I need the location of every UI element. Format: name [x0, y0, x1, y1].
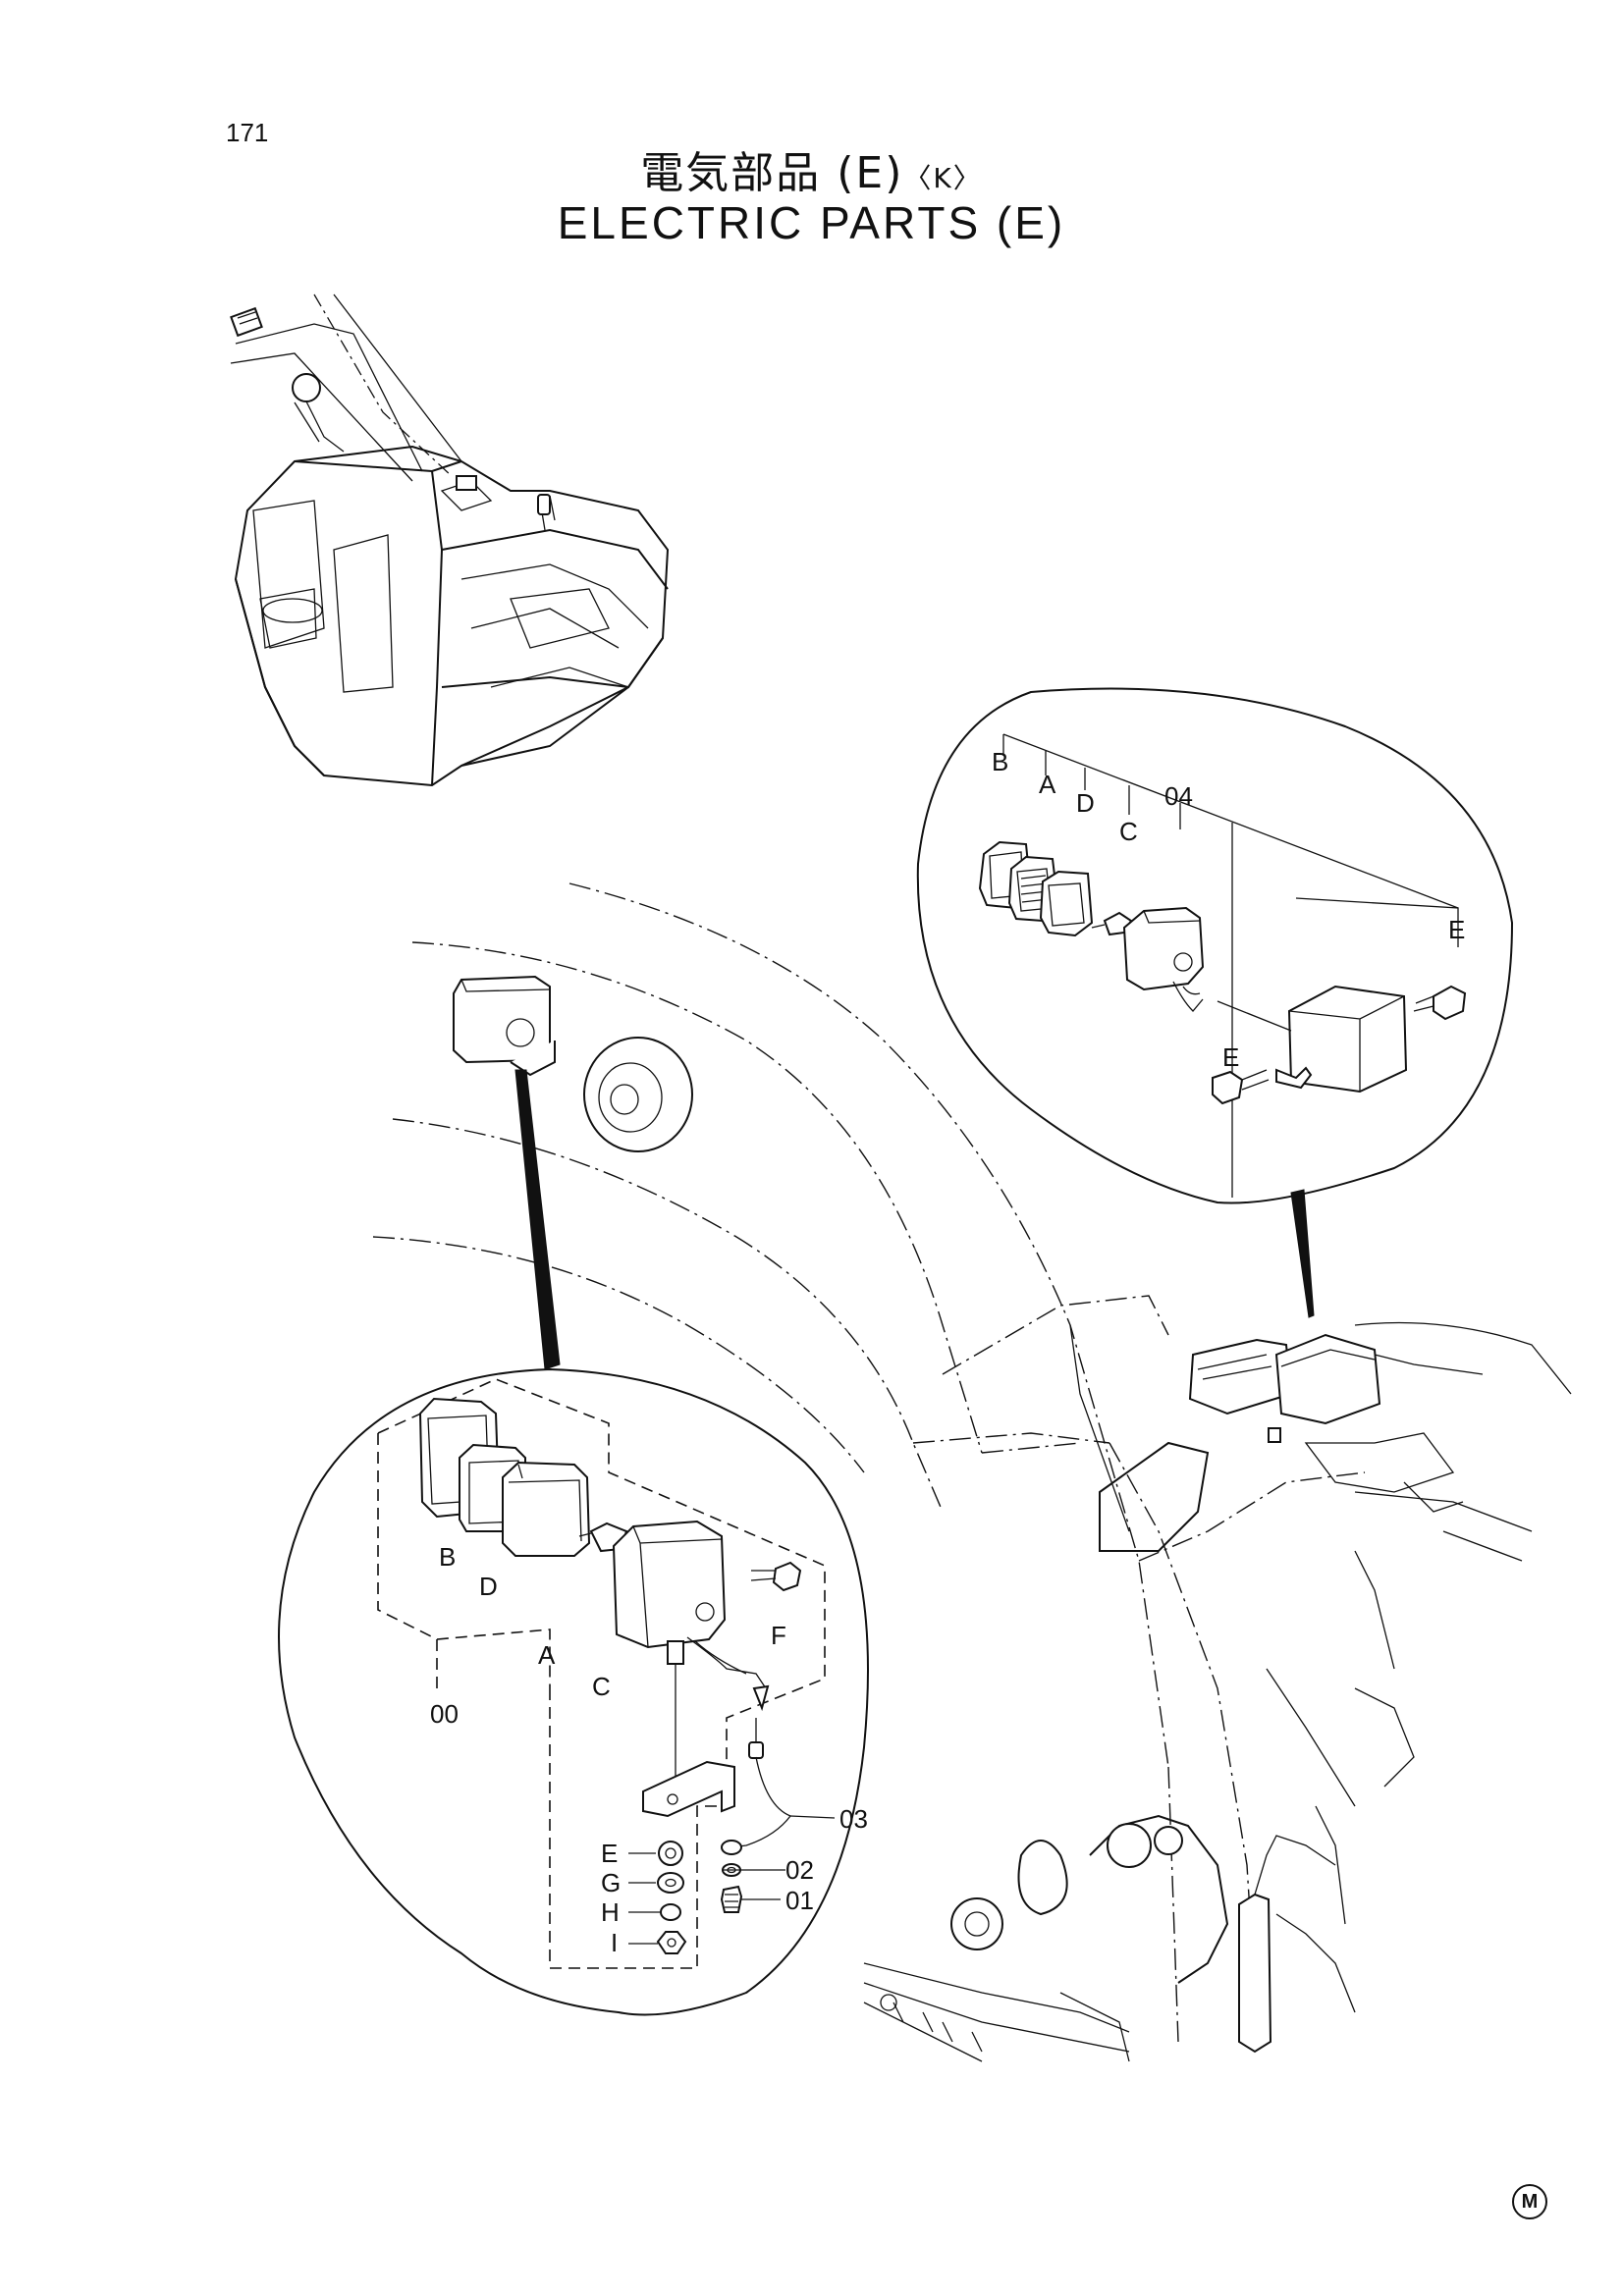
right-label-A: A: [1039, 770, 1056, 799]
right-label-E-top: E: [1448, 915, 1465, 944]
left-label-A: A: [538, 1640, 556, 1670]
callout-bubble-left: B D A C F 00 03 E G H I 02 01: [278, 1367, 869, 2016]
leader-wedges: [514, 1069, 1315, 1370]
left-label-D: D: [479, 1572, 498, 1601]
callout-bubble-right: B A D C 04 E E: [916, 687, 1514, 1204]
left-label-E: E: [601, 1839, 618, 1868]
left-label-03: 03: [839, 1804, 868, 1834]
right-label-D: D: [1076, 788, 1095, 818]
title-japanese: 電気部品 (E)〈K〉: [0, 137, 1623, 200]
right-label-C: C: [1119, 817, 1138, 846]
left-label-H: H: [601, 1897, 620, 1927]
page-number: 171: [226, 118, 269, 147]
left-label-C: C: [592, 1672, 611, 1701]
title-japanese-suffix: 〈K〉: [903, 162, 983, 194]
left-label-I: I: [611, 1928, 618, 1957]
maker-mark: M: [1512, 2184, 1547, 2219]
title-english: ELECTRIC PARTS (E): [557, 197, 1066, 248]
left-label-01: 01: [785, 1886, 814, 1915]
left-label-G: G: [601, 1868, 621, 1897]
title-japanese-text: 電気部品 (E): [640, 148, 904, 198]
left-label-B: B: [439, 1542, 456, 1572]
right-label-B: B: [992, 747, 1008, 776]
left-label-02: 02: [785, 1855, 814, 1885]
left-label-F: F: [771, 1621, 786, 1650]
right-label-E-bottom: E: [1222, 1042, 1239, 1072]
excavator-overview: [230, 294, 670, 787]
right-label-04: 04: [1164, 781, 1193, 811]
boom-detail: [372, 882, 1572, 2062]
left-label-00: 00: [430, 1699, 459, 1729]
